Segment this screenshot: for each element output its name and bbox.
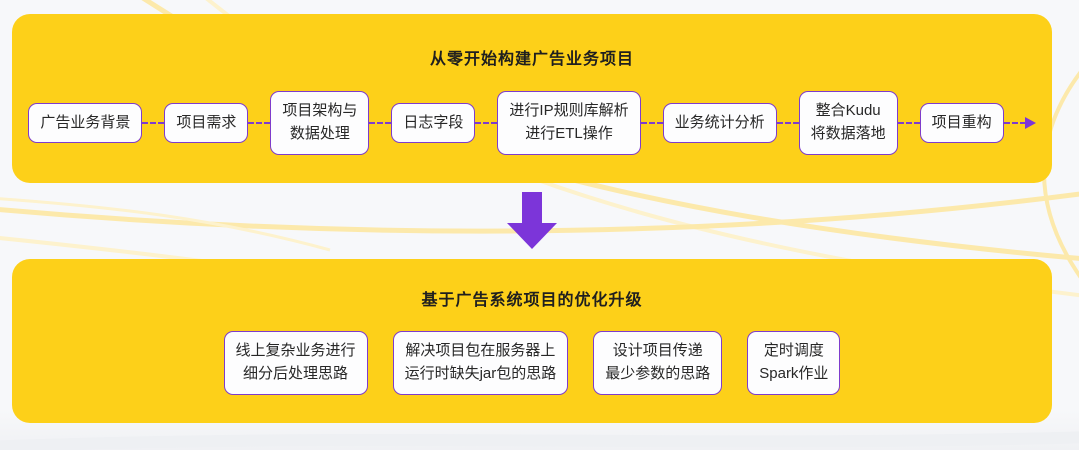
top-panel: 从零开始构建广告业务项目 广告业务背景 项目需求 项目架构与 数据处理 日志字段… (12, 14, 1052, 183)
step-min-params-design: 设计项目传递 最少参数的思路 (593, 331, 723, 395)
dashed-connector (897, 122, 920, 124)
step-line: 日志字段 (403, 113, 464, 131)
step-line: 将数据落地 (810, 125, 886, 142)
dashed-connector (369, 122, 392, 124)
step-line: 整合Kudu (815, 102, 881, 120)
background-curve (0, 191, 1079, 234)
step-log-fields: 日志字段 (391, 102, 476, 144)
step-line: 细分后处理思路 (243, 365, 349, 382)
step-line: 最少参数的思路 (605, 365, 711, 382)
step-line: 定时调度 (763, 342, 824, 360)
bottom-panel-title: 基于广告系统项目的优化升级 (421, 292, 643, 309)
step-project-refactor: 项目重构 (919, 102, 1004, 144)
step-line: 广告业务背景 (40, 113, 131, 131)
step-online-complex-business: 线上复杂业务进行 细分后处理思路 (223, 331, 368, 395)
step-line: 线上复杂业务进行 (235, 342, 356, 360)
step-line: 项目需求 (176, 113, 237, 131)
down-arrow-icon (507, 192, 557, 249)
background-curve (0, 197, 331, 252)
bottom-panel: 基于广告系统项目的优化升级 线上复杂业务进行 细分后处理思路 解决项目包在服务器… (12, 259, 1052, 423)
step-line: 进行IP规则库解析 (509, 102, 629, 120)
dashed-connector (640, 122, 663, 124)
step-line: 项目架构与 (282, 102, 358, 120)
step-ip-rules-etl: 进行IP规则库解析 进行ETL操作 (497, 91, 641, 155)
flow-arrowhead-icon (1024, 117, 1036, 129)
step-line: 业务统计分析 (674, 113, 765, 131)
top-panel-title: 从零开始构建广告业务项目 (429, 51, 634, 68)
step-line: 运行时缺失jar包的思路 (404, 365, 557, 382)
background-curve (0, 431, 1079, 450)
step-kudu-data-landing: 整合Kudu 将数据落地 (798, 91, 898, 155)
bottom-flow-row: 线上复杂业务进行 细分后处理思路 解决项目包在服务器上 运行时缺失jar包的思路… (12, 330, 1052, 396)
dashed-connector (776, 122, 799, 124)
step-line: Spark作业 (759, 365, 829, 382)
step-line: 解决项目包在服务器上 (405, 342, 556, 360)
step-business-stats-analysis: 业务统计分析 (662, 102, 777, 144)
step-missing-jar-solution: 解决项目包在服务器上 运行时缺失jar包的思路 (392, 331, 569, 395)
dashed-connector (142, 122, 165, 124)
top-flow-row: 广告业务背景 项目需求 项目架构与 数据处理 日志字段 进行IP规则库解析 进行… (12, 89, 1052, 157)
dashed-connector (248, 122, 271, 124)
step-line: 设计项目传递 (612, 342, 703, 360)
step-line: 项目重构 (931, 113, 992, 131)
dashed-connector (1003, 122, 1026, 124)
step-project-requirements: 项目需求 (164, 102, 249, 144)
step-line: 数据处理 (289, 125, 350, 142)
step-line: 进行ETL操作 (525, 125, 613, 142)
dashed-connector (475, 122, 498, 124)
step-scheduled-spark-jobs: 定时调度 Spark作业 (747, 331, 841, 395)
step-ad-business-background: 广告业务背景 (28, 102, 143, 144)
step-architecture-data-processing: 项目架构与 数据处理 (270, 91, 370, 155)
